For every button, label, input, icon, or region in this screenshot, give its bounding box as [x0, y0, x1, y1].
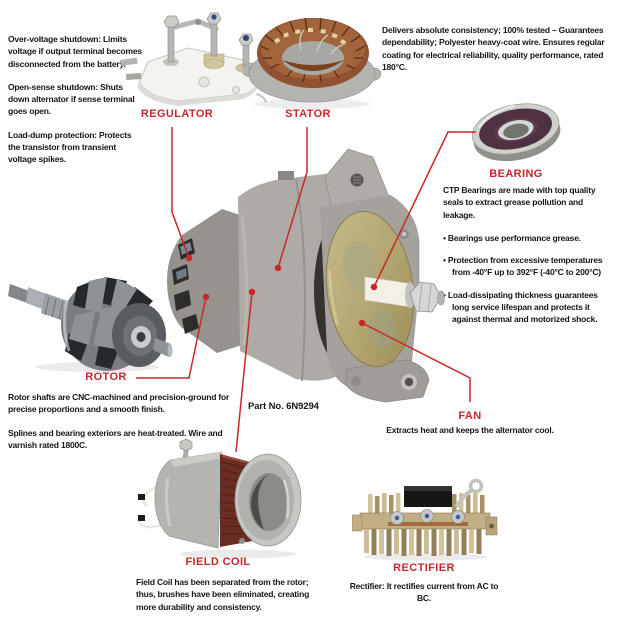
bearing-bullet-list: • Bearings use performance grease. • Pro… [443, 232, 615, 326]
bearing-label: BEARING [489, 168, 543, 180]
stator-photo [243, 17, 381, 109]
rectifier-note: Rectifier: It rectifies current from AC … [349, 581, 499, 604]
rectifier-photo [352, 478, 498, 561]
field-coil-photo [138, 438, 302, 559]
rotor-note-shafts: Rotor shafts are CNC-machined and precis… [8, 392, 230, 415]
rectifier-label: RECTIFIER [393, 562, 455, 574]
regulator-photo [120, 12, 267, 106]
fan-label: FAN [458, 410, 482, 422]
regulator-notes: Over-voltage shutdown: Limits voltage if… [8, 33, 142, 177]
bearing-note-intro: CTP Bearings are made with top quality s… [443, 185, 596, 220]
bearing-photo [471, 103, 561, 162]
part-number: Part No. 6N9294 [248, 401, 319, 412]
stator-note-text: Delivers absolute consistency; 100% test… [382, 25, 605, 72]
fan-note: Extracts heat and keeps the alternator c… [386, 425, 554, 435]
bearing-bullet-grease: • Bearings use performance grease. [443, 232, 581, 243]
regulator-note-overvoltage: Over-voltage shutdown: Limits voltage if… [8, 34, 142, 69]
regulator-note-opensense: Open-sense shutdown: Shuts down alternat… [8, 81, 135, 117]
stator-label: STATOR [285, 108, 331, 120]
bearing-notes: CTP Bearings are made with top quality s… [443, 184, 615, 336]
regulator-note-loaddump: Load-dump protection: Protects the trans… [8, 129, 132, 165]
rotor-label: ROTOR [85, 371, 127, 383]
bearing-bullet-load: • Load-dissipating thickness guarantees … [443, 289, 598, 325]
rotor-notes: Rotor shafts are CNC-machined and precis… [8, 391, 244, 462]
field-coil-note: Field Coil has been separated from the r… [136, 577, 310, 612]
alternator-photo [167, 148, 445, 403]
field-coil-label: FIELD COIL [185, 556, 251, 568]
stator-note: Delivers absolute consistency; 100% test… [382, 24, 608, 84]
bearing-bullet-temperature: • Protection from excessive temperatures… [443, 255, 603, 278]
rotor-note-splines: Splines and bearing exteriors are heat-t… [8, 427, 223, 450]
regulator-label: REGULATOR [140, 108, 214, 120]
rotor-photo [8, 277, 173, 372]
